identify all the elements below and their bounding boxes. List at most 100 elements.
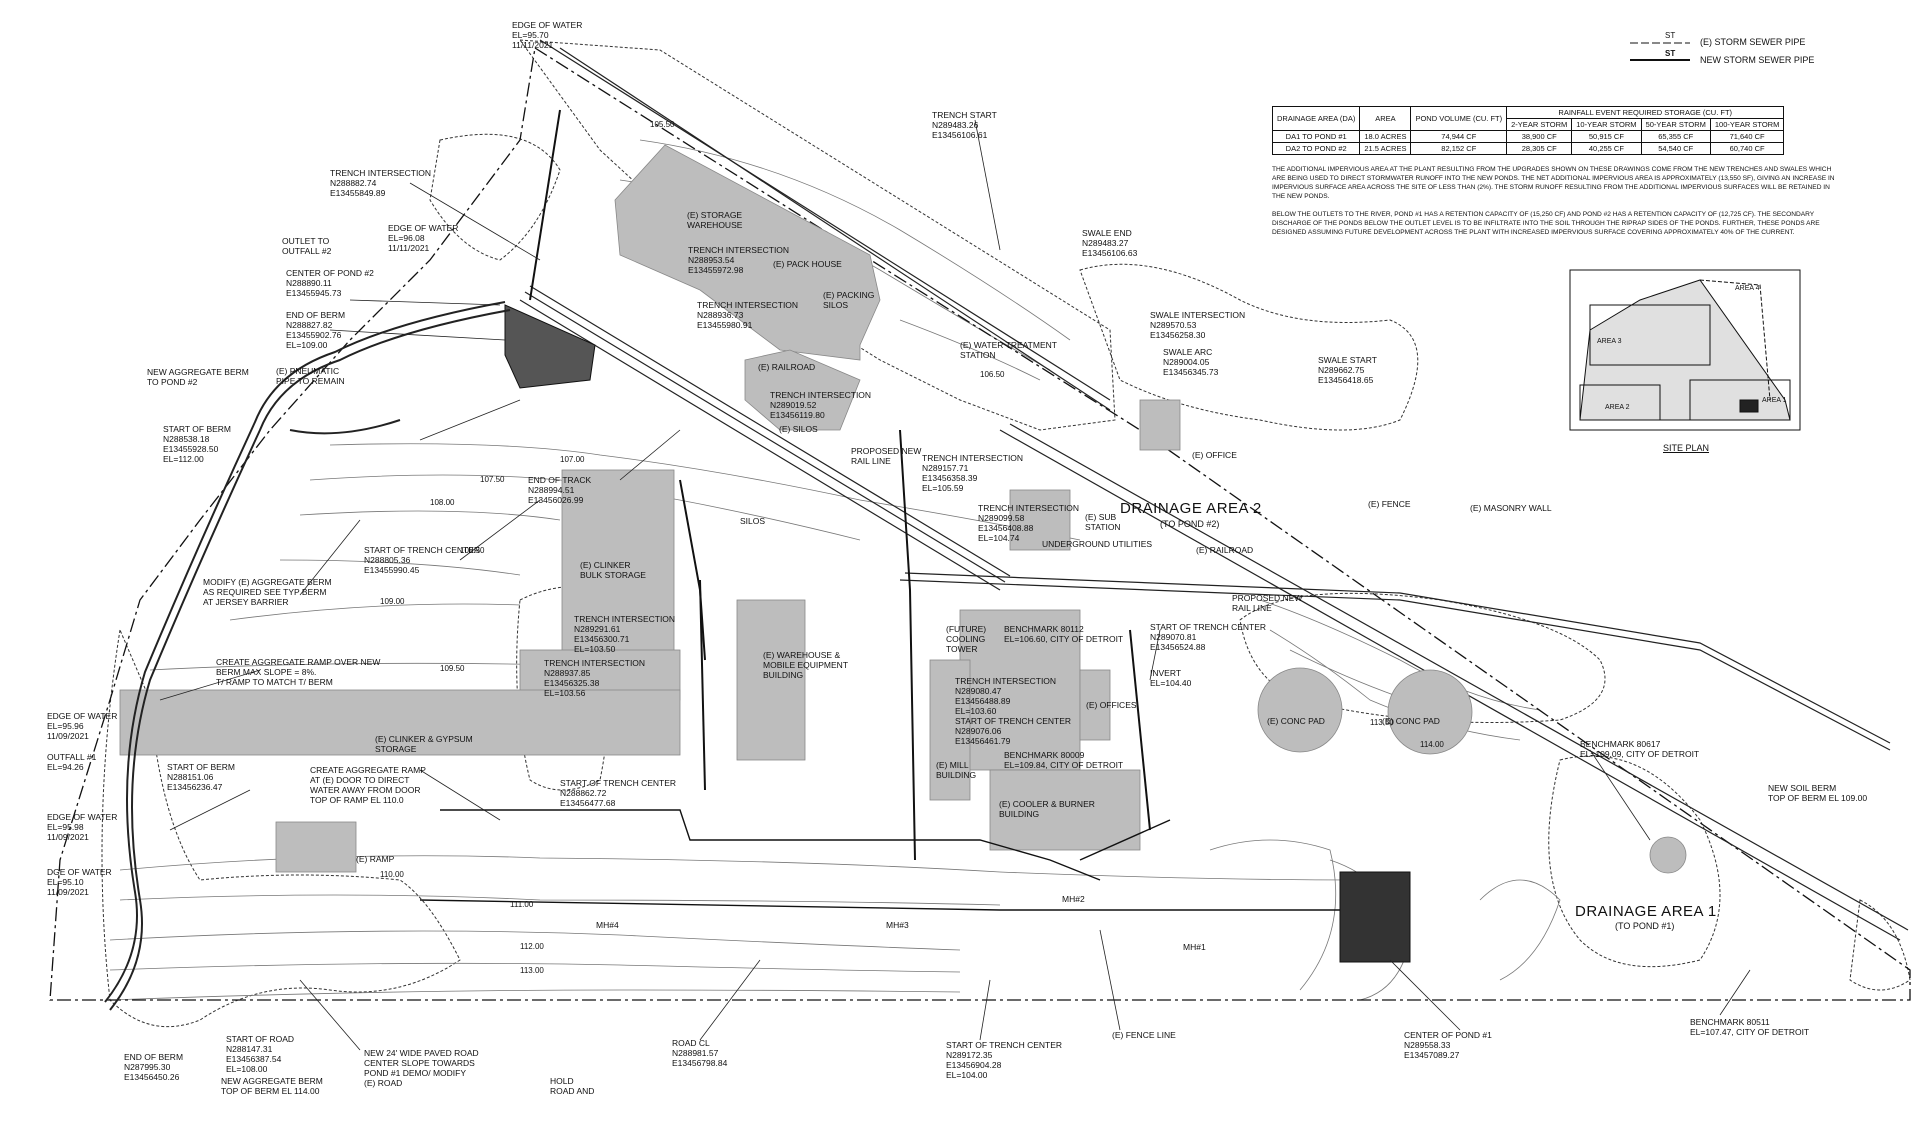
contour-label: 113.50 (1370, 718, 1394, 727)
label-start-berm-2: START OF BERM N288151.06 E13456236.47 (167, 762, 236, 792)
legend-code-new: ST (1665, 49, 1676, 58)
label-trench-int-9: TRENCH INTERSECTION N289080.47 E13456488… (955, 676, 1057, 716)
table-header-pond-volume: POND VOLUME (CU. FT) (1410, 106, 1508, 131)
label-masonry: (E) MASONRY WALL (1470, 503, 1552, 513)
label-trench-int-5: TRENCH INTERSECTION N289157.71 E13456358… (922, 453, 1024, 493)
label-start-road: START OF ROAD N288147.31 E13456387.54 EL… (226, 1034, 295, 1074)
label-conc-pad-2: (E) CONC PAD (1382, 716, 1440, 726)
label-benchmark-80617: BENCHMARK 80617 EL=109.09, CITY OF DETRO… (1580, 739, 1700, 759)
drainage-area-1-sub: (TO POND #1) (1615, 921, 1675, 931)
label-create-ramp-1: CREATE AGGREGATE RAMP OVER NEW BERM MAX … (216, 657, 381, 687)
cell: DA2 TO POND #2 (1271, 142, 1361, 155)
contour-label: 110.00 (380, 870, 404, 879)
label-start-trench-center-3: START OF TRENCH CENTER N289076.06 E13456… (955, 716, 1072, 746)
contour-lines (109, 139, 1561, 1001)
contour-label: 114.00 (1420, 740, 1444, 749)
table-header-rainfall: RAINFALL EVENT REQUIRED STORAGE (CU. FT) (1506, 106, 1785, 119)
label-fence-1: (E) FENCE (1368, 499, 1411, 509)
label-outlet-2: OUTLET TO OUTFALL #2 (282, 236, 332, 256)
cell: 74,944 CF (1410, 130, 1508, 143)
label-storage-wh: (E) STORAGE WAREHOUSE (687, 210, 743, 230)
label-new-rail-1: PROPOSED NEW RAIL LINE (851, 446, 922, 466)
note-2: BELOW THE OUTLETS TO THE RIVER, POND #1 … (1272, 211, 1820, 236)
label-start-trench-center-4: START OF TRENCH CENTER N288862.72 E13456… (560, 778, 677, 808)
label-start-trench-center-5: START OF TRENCH CENTER N289172.35 E13456… (946, 1040, 1063, 1080)
contour-label: 107.00 (560, 455, 585, 464)
label-outfall-1: OUTFALL #1 EL=94.26 (47, 752, 97, 772)
table-header-da: DRAINAGE AREA (DA) (1271, 106, 1361, 131)
legend-storm-sewer-new: NEW STORM SEWER PIPE (1700, 55, 1815, 65)
label-underground: UNDERGROUND UTILITIES (1042, 539, 1153, 549)
note-1: THE ADDITIONAL IMPERVIOUS AREA AT THE PL… (1272, 166, 1835, 200)
label-warehouse: (E) WAREHOUSE & MOBILE EQUIPMENT BUILDIN… (763, 650, 849, 680)
label-start-trench-center-1: START OF TRENCH CENTER N288805.36 E13455… (364, 545, 481, 575)
label-conc-pad-1: (E) CONC PAD (1267, 716, 1325, 726)
label-packing-silos: (E) PACKING SILOS (823, 290, 875, 310)
label-mh2: MH#2 (1062, 894, 1085, 904)
label-new-road: NEW 24' WIDE PAVED ROAD CENTER SLOPE TOW… (364, 1048, 479, 1088)
label-clinker-gypsum: (E) CLINKER & GYPSUM STORAGE (375, 734, 473, 754)
label-pneumatic: (E) PNEUMATIC PIPE TO REMAIN (276, 366, 345, 386)
table-header-row: DRAINAGE AREA (DA) AREA POND VOLUME (CU.… (1271, 106, 1785, 131)
label-ramp: (E) RAMP (356, 854, 395, 864)
berms (104, 301, 511, 1011)
label-pack-house: (E) PACK HOUSE (773, 259, 842, 269)
label-trench-int-3: TRENCH INTERSECTION N288936.73 E13455980… (697, 300, 799, 330)
drainage-area-2-sub: (TO POND #2) (1160, 519, 1220, 529)
site-plan-area-4: AREA 4 (1735, 285, 1760, 292)
storm-50yr: 50-YEAR STORM (1640, 118, 1711, 131)
storm-100yr: 100-YEAR STORM (1709, 118, 1785, 131)
label-start-berm-1: START OF BERM N288538.18 E13455928.50 EL… (163, 424, 232, 464)
label-trench-int-4: TRENCH INTERSECTION N289019.52 E13456119… (770, 390, 872, 420)
storm-2yr: 2-YEAR STORM (1506, 118, 1573, 131)
cell: DA1 TO POND #1 (1271, 130, 1361, 143)
cell: 28,305 CF (1506, 142, 1573, 155)
table-header-area: AREA (1359, 106, 1412, 131)
buildings (119, 144, 1687, 874)
trenches (529, 109, 1151, 861)
storm-sewer (419, 809, 1340, 911)
label-trench-int-7: TRENCH INTERSECTION N289291.61 E13456300… (574, 614, 676, 654)
label-fence-line: (E) FENCE LINE (1112, 1030, 1176, 1040)
label-railroad-2: (E) RAILROAD (1196, 545, 1254, 555)
label-start-trench-center-2: START OF TRENCH CENTER N289070.81 E13456… (1150, 622, 1267, 652)
label-invert: INVERT EL=104.40 (1150, 668, 1192, 688)
legend-lines (1630, 42, 1690, 61)
site-plan-inset (1569, 269, 1801, 431)
table-row: DA1 TO POND #1 18.0 ACRES 74,944 CF 38,9… (1271, 130, 1785, 143)
contour-label: 109.00 (380, 597, 405, 606)
cell: 82,152 CF (1410, 142, 1508, 155)
site-plan-area-1: AREA 1 (1762, 397, 1787, 404)
label-create-ramp-2: CREATE AGGREGATE RAMP AT (E) DOOR TO DIR… (310, 765, 426, 805)
drainage-area-2-title: DRAINAGE AREA 2 (1120, 500, 1262, 517)
contour-label: 109.50 (440, 664, 465, 673)
label-cooler-burner: (E) COOLER & BURNER BUILDING (999, 799, 1095, 819)
contour-label: 113.00 (520, 966, 544, 975)
cell: 65,355 CF (1640, 130, 1711, 143)
site-plan-area-2: AREA 2 (1605, 404, 1630, 411)
drainage-area-1-title: DRAINAGE AREA 1 (1575, 903, 1717, 920)
cell: 50,915 CF (1571, 130, 1642, 143)
cell: 38,900 CF (1506, 130, 1573, 143)
label-benchmark-80009: BENCHMARK 80009 EL=109.84, CITY OF DETRO… (1004, 750, 1124, 770)
label-center-pond-1: CENTER OF POND #1 N289558.33 E13457089.2… (1404, 1030, 1492, 1060)
label-edge-water-3: EDGE OF WATER EL=95.96 11/09/2021 (47, 711, 118, 741)
label-top-edge: EDGE OF WATER EL=95.70 11/11/2021 (512, 20, 583, 50)
label-end-track: END OF TRACK N288994.51 E13456026.99 (528, 475, 592, 505)
label-new-agg-berm-2: NEW AGGREGATE BERM TOP OF BERM EL 114.00 (221, 1076, 323, 1096)
label-road-cl: ROAD CL N288981.57 E13456798.84 (672, 1038, 728, 1068)
label-edge-water-5: DGE OF WATER EL=95.10 11/09/2021 (47, 867, 112, 897)
legend-storm-sewer-existing: (E) STORM SEWER PIPE (1700, 37, 1806, 47)
label-railroad-1: (E) RAILROAD (758, 362, 816, 372)
cell: 60,740 CF (1709, 142, 1785, 155)
legend-code-existing: ST (1665, 31, 1676, 40)
site-plan-title: SITE PLAN (1663, 443, 1710, 453)
contour-label: 106.50 (980, 370, 1005, 379)
label-swale-end: SWALE END N289483.27 E13456106.63 (1082, 228, 1138, 258)
label-trench-int-8: TRENCH INTERSECTION N288937.85 E13456325… (544, 658, 646, 698)
label-mill-building: (E) MILL BUILDING (936, 760, 977, 780)
label-trench-int-2: TRENCH INTERSECTION N288953.54 E13455972… (688, 245, 790, 275)
label-edge-water-2: EDGE OF WATER EL=96.08 11/11/2021 (388, 223, 459, 253)
cell: 21.5 ACRES (1359, 142, 1412, 155)
label-clinker-bulk: (E) CLINKER BULK STORAGE (580, 560, 646, 580)
